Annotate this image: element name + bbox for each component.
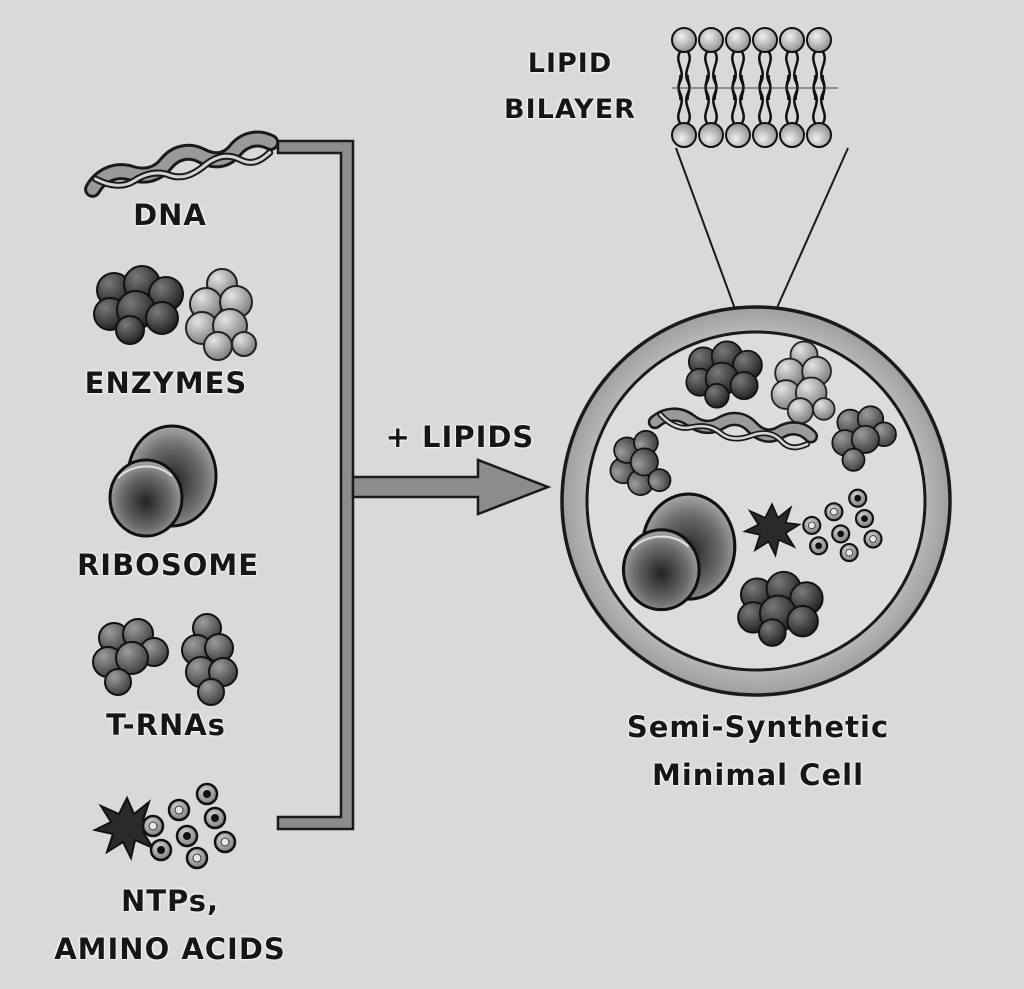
label-minimal-cell: Minimal Cell — [651, 758, 865, 792]
minimal-cell-icon — [560, 305, 952, 697]
dna-helix-icon — [89, 138, 273, 190]
label-ribosome: RIBOSOME — [76, 548, 260, 582]
label-amino-acids: AMINO ACIDS — [54, 932, 286, 966]
lipid-bilayer-icon — [670, 26, 838, 149]
label-trnas: T-RNAs — [106, 708, 226, 742]
ribosome-icon — [108, 424, 218, 538]
molecule-starburst-icon — [94, 784, 235, 868]
label-bilayer: BILAYER — [504, 94, 636, 125]
label-plus-lipids: + LIPIDS — [385, 420, 535, 454]
label-ntps: NTPs, — [120, 884, 220, 918]
label-semi-synthetic: Semi-Synthetic — [626, 710, 890, 744]
label-dna: DNA — [133, 198, 207, 232]
zoom-lines — [675, 147, 849, 329]
trna-cluster-icon — [92, 613, 238, 706]
enzyme-cluster-icon — [93, 265, 257, 361]
combine-bracket-arrow — [276, 139, 552, 831]
label-lipid: LIPID — [527, 48, 613, 79]
label-enzymes: ENZYMES — [84, 366, 248, 400]
